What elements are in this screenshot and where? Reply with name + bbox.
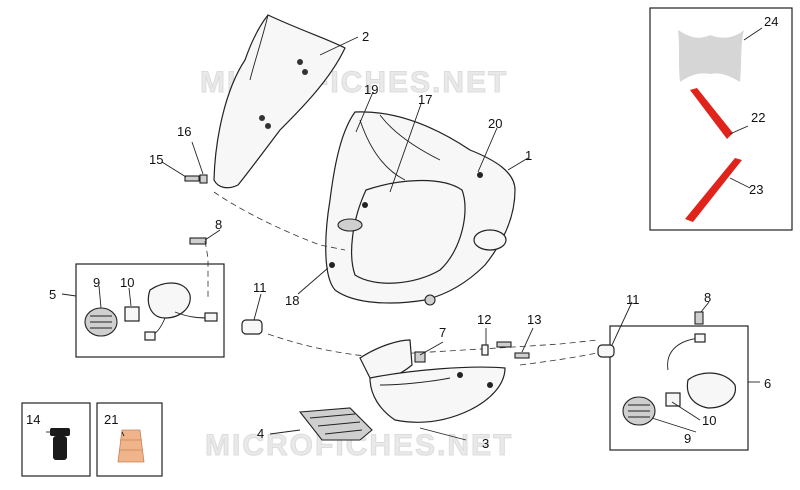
callout-24: 24 xyxy=(764,14,778,29)
callout-11-right: 11 xyxy=(626,292,640,307)
rubber-grommet-11-left xyxy=(241,319,263,335)
rubber-grommet-11-right xyxy=(597,344,615,358)
decal-23 xyxy=(685,158,742,222)
callout-15: 15 xyxy=(149,152,163,167)
callout-17: 17 xyxy=(418,92,432,107)
callout-9-left: 9 xyxy=(93,275,100,290)
callout-13: 13 xyxy=(527,312,541,327)
front-fairing xyxy=(325,111,516,306)
screw-15 xyxy=(184,175,200,182)
callout-4: 4 xyxy=(257,426,264,441)
lower-cover-3 xyxy=(359,339,506,423)
callout-23: 23 xyxy=(749,182,763,197)
callout-16: 16 xyxy=(177,124,191,139)
callout-8-right: 8 xyxy=(704,290,711,305)
screws-13 xyxy=(496,341,530,359)
cap-14-box xyxy=(21,402,91,477)
callout-12: 12 xyxy=(477,312,491,327)
callout-21: 21 xyxy=(104,412,118,427)
callout-1: 1 xyxy=(525,148,532,163)
decal-24 xyxy=(678,30,744,82)
screw-8-left xyxy=(189,237,209,300)
anchor-21-box xyxy=(96,402,163,477)
callout-9-right: 9 xyxy=(684,431,691,446)
windscreen xyxy=(213,14,346,189)
callout-11-left: 11 xyxy=(253,280,267,295)
bracket-7 xyxy=(414,351,426,363)
decal-22 xyxy=(690,88,733,139)
callout-2: 2 xyxy=(362,29,369,44)
right-indicator-box xyxy=(609,325,749,451)
callout-7: 7 xyxy=(439,325,446,340)
nut-16 xyxy=(199,174,208,184)
left-indicator-box xyxy=(75,263,225,358)
grille-4 xyxy=(298,407,373,441)
callout-3: 3 xyxy=(482,436,489,451)
screw-8-right xyxy=(694,311,704,325)
callout-5: 5 xyxy=(49,287,56,302)
leader-lines xyxy=(46,27,763,441)
washer-12 xyxy=(481,344,489,356)
callout-18: 18 xyxy=(285,293,299,308)
right-indicator xyxy=(597,333,736,426)
anchor-21 xyxy=(117,429,145,463)
callout-22: 22 xyxy=(751,110,765,125)
decal-kit-box xyxy=(649,7,793,231)
callout-6: 6 xyxy=(764,376,771,391)
cap-14 xyxy=(50,428,70,460)
callout-19: 19 xyxy=(364,82,378,97)
callout-8-left: 8 xyxy=(215,217,222,232)
callout-14: 14 xyxy=(26,412,40,427)
left-indicator xyxy=(84,282,218,341)
callout-10-left: 10 xyxy=(120,275,134,290)
callout-20: 20 xyxy=(488,116,502,131)
callout-10-right: 10 xyxy=(702,413,716,428)
